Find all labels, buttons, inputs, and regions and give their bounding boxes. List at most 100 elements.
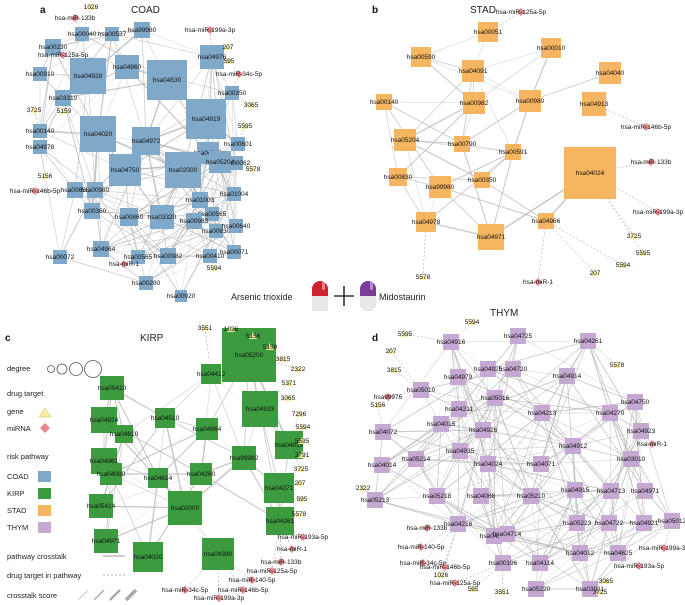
target-edge (593, 103, 647, 128)
crosstalk-edge (62, 97, 96, 191)
pathway-node (70, 58, 106, 94)
crosstalk-edge (415, 429, 484, 460)
crosstalk-edge (566, 375, 646, 492)
pathway-node-label: hsa04371 (480, 533, 509, 540)
pathway-node (67, 182, 83, 198)
pathway-node-label: hsa00920 (167, 293, 196, 300)
crosstalk-edge (145, 140, 169, 257)
pathway-node (186, 99, 226, 139)
pathway-node-label: hsa00051 (474, 29, 503, 36)
target-edge (422, 523, 459, 564)
pathway-node (186, 213, 202, 229)
gene-target-marker (639, 249, 647, 256)
pathway-node-label: hsa02000 (169, 167, 198, 174)
crosstalk-edge (572, 445, 632, 460)
pathway-node-label: hsa00910 (26, 71, 55, 78)
target-label: 5594 (616, 262, 631, 269)
crosstalk-edge (535, 552, 619, 590)
mirna-target-marker (71, 14, 79, 22)
mirna-target-marker (215, 594, 223, 602)
mirna-target-marker (417, 543, 425, 551)
pathway-node (637, 483, 653, 499)
crosstalk-edge (457, 408, 460, 525)
crosstalk-edge (461, 143, 492, 238)
crosstalk-edge (381, 464, 438, 497)
pathway-node (416, 212, 436, 232)
pathway-node (374, 457, 390, 473)
crosstalk-edge (473, 47, 552, 104)
target-edge (209, 29, 213, 58)
mirna-target-marker (288, 545, 296, 553)
pathway-node-label: hsa04114 (526, 560, 554, 567)
pathway-node-label: hsa00280 (132, 280, 161, 287)
legend-thym-label: THYM (7, 523, 28, 532)
crosstalk-edge (589, 522, 610, 590)
target-label: hsa-miR-146b-5p (420, 564, 471, 571)
pathway-node (203, 249, 217, 263)
crosstalk-edge (128, 161, 221, 218)
crosstalk-edge (459, 450, 532, 497)
crosstalk-edge (209, 162, 237, 257)
target-label: hsa-miR-125a-5p (496, 9, 547, 16)
crosstalk-edge (100, 220, 195, 250)
mirna-target-marker (648, 440, 656, 448)
pathway-node-label: hsa04921 (630, 520, 659, 527)
pathway-node-label: hsa00980 (81, 187, 110, 194)
crosstalk-edge (530, 495, 581, 554)
target-label: 3725 (627, 233, 642, 240)
pathway-node (190, 463, 212, 485)
pathway-node-label: hsa04935 (446, 448, 475, 455)
mirna-target-marker (642, 123, 650, 131)
pathway-node-label: hsa04012 (566, 550, 595, 557)
pathway-node (599, 62, 621, 84)
target-label: hsa-miR-193a-5p (614, 563, 665, 570)
target-label: hsa-miR-193a-5p (278, 534, 329, 541)
pathway-node (375, 424, 391, 440)
pathway-node (394, 129, 416, 151)
crosstalk-edge (199, 199, 211, 257)
crosstalk-edge (506, 533, 581, 554)
pathway-node (429, 176, 451, 198)
pathway-node-label: hsa04915 (561, 487, 590, 494)
gene-target-marker (201, 324, 209, 331)
pathway-node (192, 192, 208, 208)
crosstalk-edge (94, 189, 201, 201)
crosstalk-edge (472, 70, 514, 153)
pathway-node (478, 224, 504, 250)
crosstalk-edge (383, 101, 463, 145)
crosstalk-edge (494, 397, 611, 414)
pathway-node-label: hsa04040 (596, 70, 625, 77)
crosstalk-edge (608, 401, 636, 524)
pathway-node (209, 151, 231, 173)
mirna-target-marker (299, 533, 307, 541)
crosstalk-edge (457, 376, 542, 465)
pathway-node (429, 488, 445, 504)
crosstalk-edge (576, 430, 642, 524)
target-label: 5594 (465, 319, 480, 326)
pathway-node (452, 443, 468, 459)
pathway-node (33, 140, 47, 154)
gene-target-marker (437, 571, 445, 578)
crosstalk-edge (482, 340, 589, 431)
pathway-node-label: hsa04530 (153, 77, 182, 84)
target-label: hsa-miR-146b-5p (621, 124, 672, 131)
crosstalk-edge (415, 458, 482, 497)
pathway-node-label: hsa99980 (426, 184, 455, 191)
pathway-node (636, 515, 652, 531)
pathway-node-label: hsa04720 (499, 366, 528, 373)
pathway-node-label: hsa00830 (202, 228, 231, 235)
pathway-node (131, 250, 145, 264)
mirna-target-marker (517, 8, 525, 16)
pathway-node (534, 405, 550, 421)
legend-drug-target-label: drug target (7, 389, 44, 398)
pathway-node (209, 224, 223, 238)
crosstalk-edge (457, 376, 484, 431)
pathway-node-label: hsa00196 (489, 560, 518, 567)
mirna-target-marker (239, 586, 247, 594)
gene-target-marker (266, 343, 274, 350)
crosstalk-edge (482, 429, 574, 447)
crosstalk-edge (541, 401, 636, 414)
crosstalk-edge (608, 458, 632, 524)
legend-risk-pathway-label: risk pathway (7, 452, 49, 461)
pathway-node (227, 187, 241, 201)
